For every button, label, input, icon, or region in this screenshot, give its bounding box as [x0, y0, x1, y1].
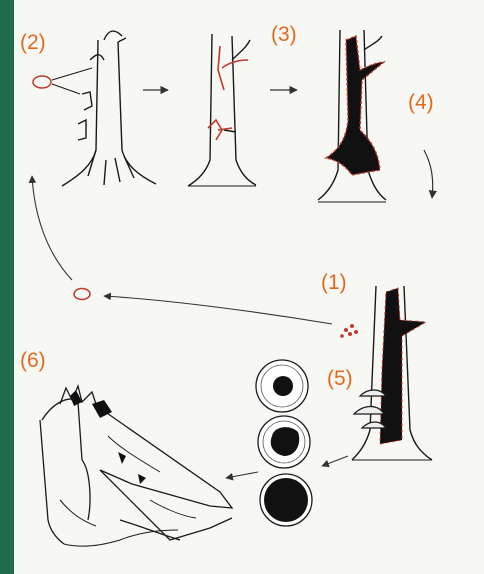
stage-1-spore-icon: [74, 289, 90, 300]
arrow-return-to-2: [32, 176, 72, 280]
stage-label-1: (1): [321, 272, 347, 293]
cross-section-1: [256, 360, 308, 412]
cross-section-3: [260, 474, 312, 526]
stage-label-6: (6): [20, 350, 46, 371]
cross-section-2: [258, 416, 310, 468]
stage-3a-infection: [208, 46, 248, 140]
stage-label-4: (4): [408, 92, 434, 113]
stage-3b-decay-column: [326, 36, 384, 175]
stage-6-roots: [60, 500, 178, 546]
arrow-4-down: [424, 150, 433, 198]
stage-1-spores: [340, 324, 358, 338]
stage-2-spore-icon: [33, 76, 51, 88]
stage-label-3: (3): [271, 24, 297, 45]
arrow-1-to-spore: [104, 296, 332, 324]
arrow-sections-to-6: [226, 472, 258, 478]
stage-6-decay-marks: [70, 390, 146, 484]
stage-5-decay-column: [380, 288, 426, 444]
stage-2-stump: [52, 31, 156, 186]
stage-6-fallen-tree: [40, 386, 232, 544]
arrow-5-to-6: [322, 456, 348, 466]
stage-label-5: (5): [327, 368, 353, 389]
stage-label-2: (2): [20, 32, 46, 53]
stage-3a-trunk: [188, 34, 256, 186]
